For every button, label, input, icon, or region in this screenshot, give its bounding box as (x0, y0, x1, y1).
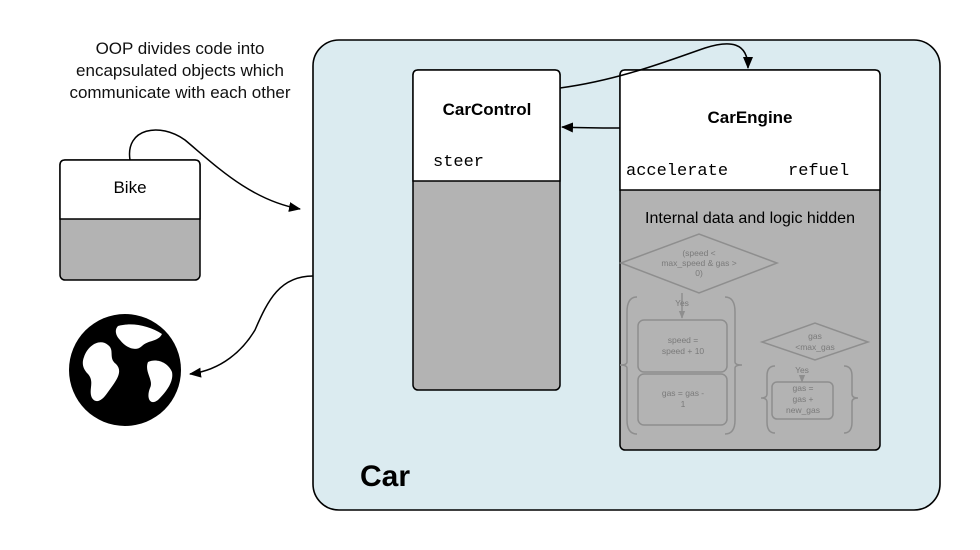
hidden-logic-flowchart (618, 233, 871, 435)
cond2-line-1: gas (808, 331, 822, 341)
globe-icon (69, 314, 181, 426)
yes-label-2: Yes (795, 365, 809, 375)
left-brace-2 (760, 365, 776, 434)
right-brace-2 (843, 365, 859, 434)
bike-public-area (59, 159, 201, 220)
arrow-engine-to-control (561, 122, 621, 133)
left-brace-1 (619, 296, 638, 435)
action3-line-1: gas = (792, 383, 813, 393)
note-line-3: communicate with each other (69, 83, 291, 102)
method-accelerate: accelerate (626, 162, 728, 181)
method-refuel: refuel (788, 162, 849, 181)
oop-description-note: OOP divides code into encapsulated objec… (40, 38, 320, 104)
car-control-title: CarControl (443, 100, 532, 119)
action-box-speed (637, 319, 728, 373)
condition-diamond-speed (618, 233, 780, 294)
car-engine-title: CarEngine (707, 108, 792, 127)
car-control-object: CarControl steer (412, 69, 561, 391)
note-line-2: encapsulated objects which (76, 61, 284, 80)
message-arrows (128, 43, 753, 378)
method-steer: steer (433, 153, 484, 172)
cond1-line-3: 0) (695, 268, 703, 278)
bike-title: Bike (113, 178, 146, 197)
cond2-line-2: <max_gas (795, 342, 834, 352)
action2-line-1: gas = gas - (662, 388, 704, 398)
action-box-refuel (771, 381, 834, 420)
condition-diamond-gas (759, 322, 871, 361)
action1-line-1: speed = (668, 335, 699, 345)
right-brace-1 (724, 296, 743, 435)
action3-line-2: gas + (792, 394, 813, 404)
car-engine-object: CarEngine accelerate refuel Internal dat… (619, 69, 881, 451)
hidden-internals-label: Internal data and logic hidden (645, 210, 855, 227)
bike-object: Bike (59, 159, 201, 281)
arrow-control-to-engine (559, 43, 753, 89)
action2-line-2: 1 (681, 399, 686, 409)
car-title: Car (360, 460, 410, 493)
action-box-gas-decrease (637, 373, 728, 426)
cond1-line-1: (speed < (682, 248, 715, 258)
yes-label-1: Yes (675, 298, 689, 308)
car-engine-public-area (619, 69, 881, 191)
arrow-car-to-world (189, 275, 314, 378)
car-control-public-area (412, 69, 561, 182)
note-line-1: OOP divides code into (95, 39, 265, 58)
hidden-logic-text: (speed < max_speed & gas > 0) Yes speed … (661, 248, 834, 415)
action3-line-3: new_gas (786, 405, 820, 415)
arrow-bike-to-car (128, 129, 301, 212)
action1-line-2: speed + 10 (662, 346, 705, 356)
cond1-line-2: max_speed & gas > (661, 258, 736, 268)
